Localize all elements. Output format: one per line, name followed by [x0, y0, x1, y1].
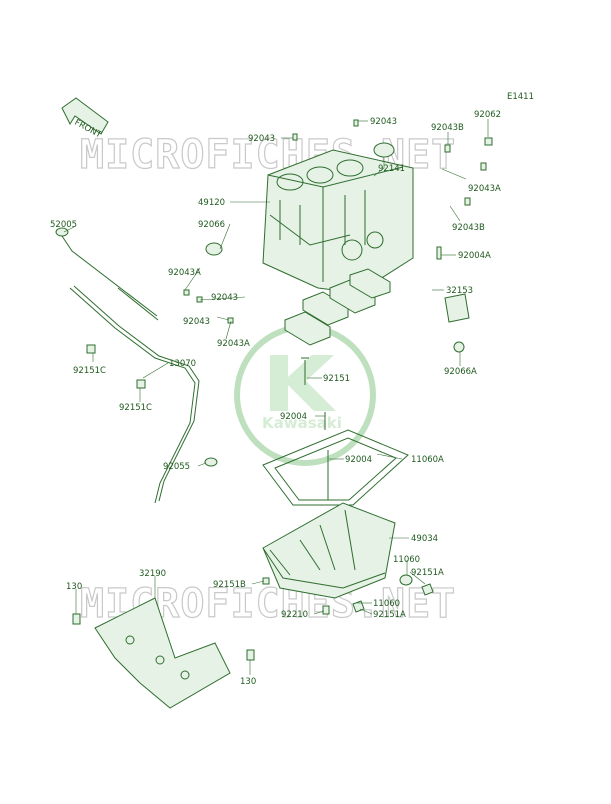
- label-92151c-b: 92151C: [119, 403, 152, 413]
- pin-92043-top: [292, 133, 298, 141]
- label-92055: 92055: [163, 462, 190, 472]
- pin-92043-left: [196, 296, 203, 303]
- label-49034: 49034: [411, 534, 438, 544]
- label-92151a-a: 92151A: [411, 568, 444, 578]
- bolt-130-left: [72, 613, 81, 625]
- bearing-caps: [284, 268, 391, 346]
- label-92043-d: 92043: [183, 317, 210, 327]
- label-49120: 49120: [198, 198, 225, 208]
- oil-pan-gasket: [262, 429, 409, 506]
- label-32153: 32153: [446, 286, 473, 296]
- label-32190: 32190: [139, 569, 166, 579]
- label-92141: 92141: [378, 164, 405, 174]
- pin-92043b-right: [464, 197, 471, 206]
- dipstick-guide: [69, 285, 218, 504]
- pin-92043a-right: [480, 162, 487, 171]
- label-92210: 92210: [281, 610, 308, 620]
- pin-92043-top2: [353, 119, 359, 127]
- label-13070: 13070: [169, 359, 196, 369]
- diagram-id: E1411: [507, 92, 534, 102]
- bolt-92151: [301, 357, 309, 385]
- label-92151: 92151: [323, 374, 350, 384]
- studs-92004: [324, 412, 329, 500]
- label-52005: 52005: [50, 220, 77, 230]
- bolt-92151c-1: [86, 344, 96, 354]
- oil-dipstick: [55, 227, 159, 321]
- oil-pan: [262, 502, 396, 599]
- logo-text: Kawasaki: [262, 414, 342, 432]
- plug-92066a: [453, 341, 465, 353]
- pin-92043a-left: [183, 289, 190, 296]
- label-92151a-b: 92151A: [373, 610, 406, 620]
- label-92004a: 92004A: [458, 251, 491, 261]
- label-92066a: 92066A: [444, 367, 477, 377]
- label-92151c-a: 92151C: [73, 366, 106, 376]
- kawasaki-logo: Kawasaki: [234, 324, 376, 466]
- bolt-130-right: [246, 649, 255, 661]
- label-92043-c: 92043: [211, 293, 238, 303]
- plug-92062: [484, 137, 493, 146]
- label-92043-a: 92043: [248, 134, 275, 144]
- label-92043-b: 92043: [370, 117, 397, 127]
- bolt-92151c-2: [136, 379, 146, 389]
- cylinder-block: [262, 149, 414, 294]
- stud-92004a: [436, 246, 442, 260]
- label-92043a-a: 92043A: [468, 184, 501, 194]
- label-92004-a: 92004: [280, 412, 307, 422]
- bolt-92151b: [262, 577, 270, 585]
- label-92043a-c: 92043A: [217, 339, 250, 349]
- fitting-32153: [444, 293, 470, 323]
- label-92043b-a: 92043B: [431, 123, 464, 133]
- label-92066: 92066: [198, 220, 225, 230]
- leader-lines: [63, 119, 489, 675]
- seal-92066: [205, 242, 223, 256]
- label-92062: 92062: [474, 110, 501, 120]
- part-labels: 92043 92043 92043B 92062 92141 49120 920…: [50, 110, 501, 687]
- label-92043a-b: 92043A: [168, 268, 201, 278]
- label-92043b-b: 92043B: [452, 223, 485, 233]
- drain-92210: [322, 605, 330, 615]
- label-130-a: 130: [66, 582, 82, 592]
- label-11060-a: 11060: [393, 555, 420, 565]
- pin-92043b: [444, 144, 451, 153]
- label-130-b: 130: [240, 677, 256, 687]
- label-92004-b: 92004: [345, 455, 372, 465]
- label-11060a: 11060A: [411, 455, 444, 465]
- bracket-32190: [94, 597, 231, 709]
- label-11060-b: 11060: [373, 599, 400, 609]
- label-92151b: 92151B: [213, 580, 246, 590]
- plug-92151a: [421, 583, 434, 596]
- washer-11060: [399, 574, 413, 586]
- seal-92141: [373, 142, 395, 158]
